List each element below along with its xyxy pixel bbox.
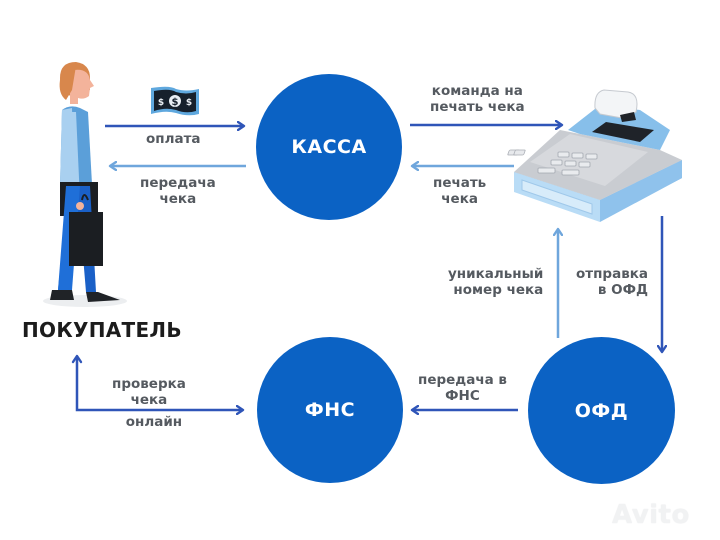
svg-text:$: $ xyxy=(172,97,179,108)
fns-node: ФНС xyxy=(257,337,403,483)
unique-number-label: уникальный номер чека xyxy=(448,266,544,298)
avito-watermark: Avito xyxy=(612,500,690,530)
kassa-label: КАССА xyxy=(291,136,367,158)
ofd-label: ОФД xyxy=(574,399,629,422)
kassa-node: КАССА xyxy=(256,74,402,220)
money-bill-icon: $ $ $ xyxy=(151,86,199,116)
print-command-label: команда на печать чека xyxy=(430,83,525,115)
fns-label: ФНС xyxy=(304,399,356,421)
receipt-transfer-label: передача чека xyxy=(140,175,216,207)
transfer-to-fns-label: передача в ФНС xyxy=(418,372,507,404)
svg-text:$: $ xyxy=(158,98,164,108)
svg-text:$: $ xyxy=(186,98,192,108)
buyer-illustration xyxy=(43,62,127,307)
check-online-label: проверка чека онлайн xyxy=(112,376,186,430)
ofd-node: ОФД xyxy=(528,337,675,484)
receipt-print-label: печать чека xyxy=(433,175,487,207)
buyer-title: ПОКУПАТЕЛЬ xyxy=(22,318,182,342)
check-online-arrow xyxy=(71,354,243,410)
send-to-ofd-label: отправка в ОФД xyxy=(576,266,649,298)
payment-label: оплата xyxy=(146,131,201,147)
cash-register-icon xyxy=(507,89,682,222)
